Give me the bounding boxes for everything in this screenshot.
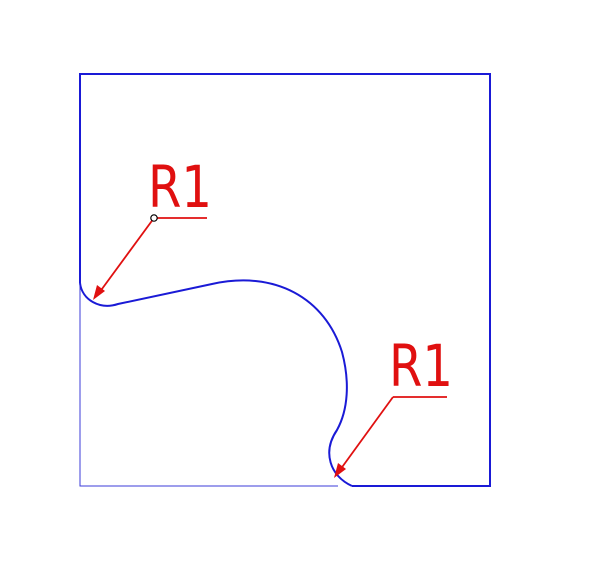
radius-label-2: R1 — [389, 332, 453, 400]
leader-line-1 — [98, 217, 155, 294]
arrowhead-2 — [334, 463, 346, 478]
radius-label-1: R1 — [148, 153, 212, 221]
construction-edge — [79, 283, 338, 487]
radius-dimension-1[interactable]: R1 — [93, 153, 212, 300]
leader-origin-marker — [150, 214, 158, 222]
curved-profile[interactable] — [79, 279, 353, 487]
arrowhead-1 — [93, 285, 105, 300]
leader-line-2 — [339, 396, 394, 471]
part-outline[interactable] — [79, 73, 491, 487]
radius-dimension-2[interactable]: R1 — [334, 332, 453, 478]
